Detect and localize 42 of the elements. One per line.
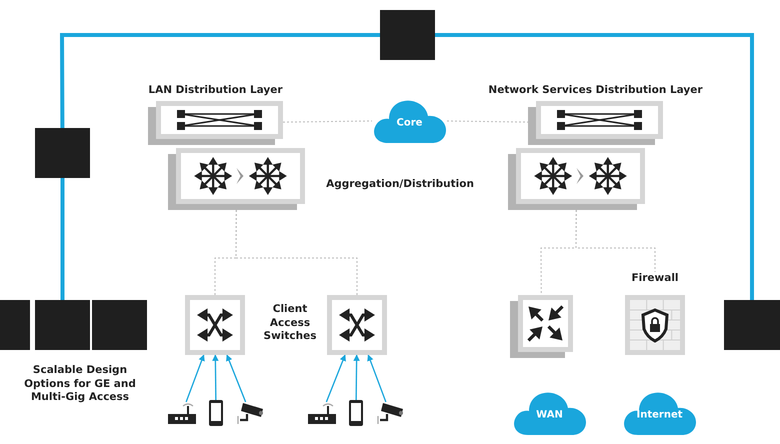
router-icon bbox=[308, 402, 336, 424]
camera-icon bbox=[377, 402, 403, 424]
connector-line bbox=[282, 120, 372, 123]
switch-panel bbox=[508, 148, 645, 210]
caption-text: Scalable Design Options for GE and Multi-Gig Access bbox=[23, 364, 137, 405]
chip-block bbox=[380, 10, 435, 60]
phone-icon bbox=[349, 400, 363, 426]
chip-block bbox=[35, 300, 90, 350]
caption-text: Aggregation/Distribution bbox=[325, 178, 475, 192]
chip-block bbox=[92, 300, 147, 350]
cloud-label: Core bbox=[396, 117, 422, 128]
arrow bbox=[367, 354, 386, 402]
connector-line bbox=[435, 33, 754, 300]
camera-icon bbox=[237, 402, 263, 424]
arrow bbox=[353, 354, 360, 400]
connector-line bbox=[576, 210, 656, 272]
switch-panel bbox=[168, 148, 305, 210]
chip-block bbox=[35, 128, 90, 178]
arrow bbox=[226, 354, 246, 402]
connector-line bbox=[236, 210, 358, 296]
caption-text: Client Access Switches bbox=[262, 303, 318, 344]
layer-heading: Firewall bbox=[631, 272, 679, 286]
arrow bbox=[212, 354, 219, 400]
arrow bbox=[186, 354, 205, 402]
layer-heading: Network Services Distribution Layer bbox=[488, 84, 703, 97]
router-icon bbox=[168, 402, 196, 424]
cloud-label: Internet bbox=[636, 409, 682, 420]
layer-heading: LAN Distribution Layer bbox=[148, 84, 283, 97]
cloud-label: WAN bbox=[536, 409, 563, 420]
firewall-panel bbox=[625, 272, 685, 355]
switch-panel bbox=[327, 295, 387, 355]
cloud bbox=[622, 390, 697, 435]
cloud bbox=[512, 390, 587, 435]
phone-icon bbox=[209, 400, 223, 426]
chip-block bbox=[724, 300, 780, 350]
cloud bbox=[372, 98, 447, 143]
connector-line bbox=[60, 33, 380, 128]
connector-line bbox=[60, 178, 64, 300]
switch-panel bbox=[185, 295, 245, 355]
router-panel bbox=[510, 295, 573, 358]
connector-line bbox=[446, 120, 528, 123]
arrow bbox=[326, 354, 346, 402]
